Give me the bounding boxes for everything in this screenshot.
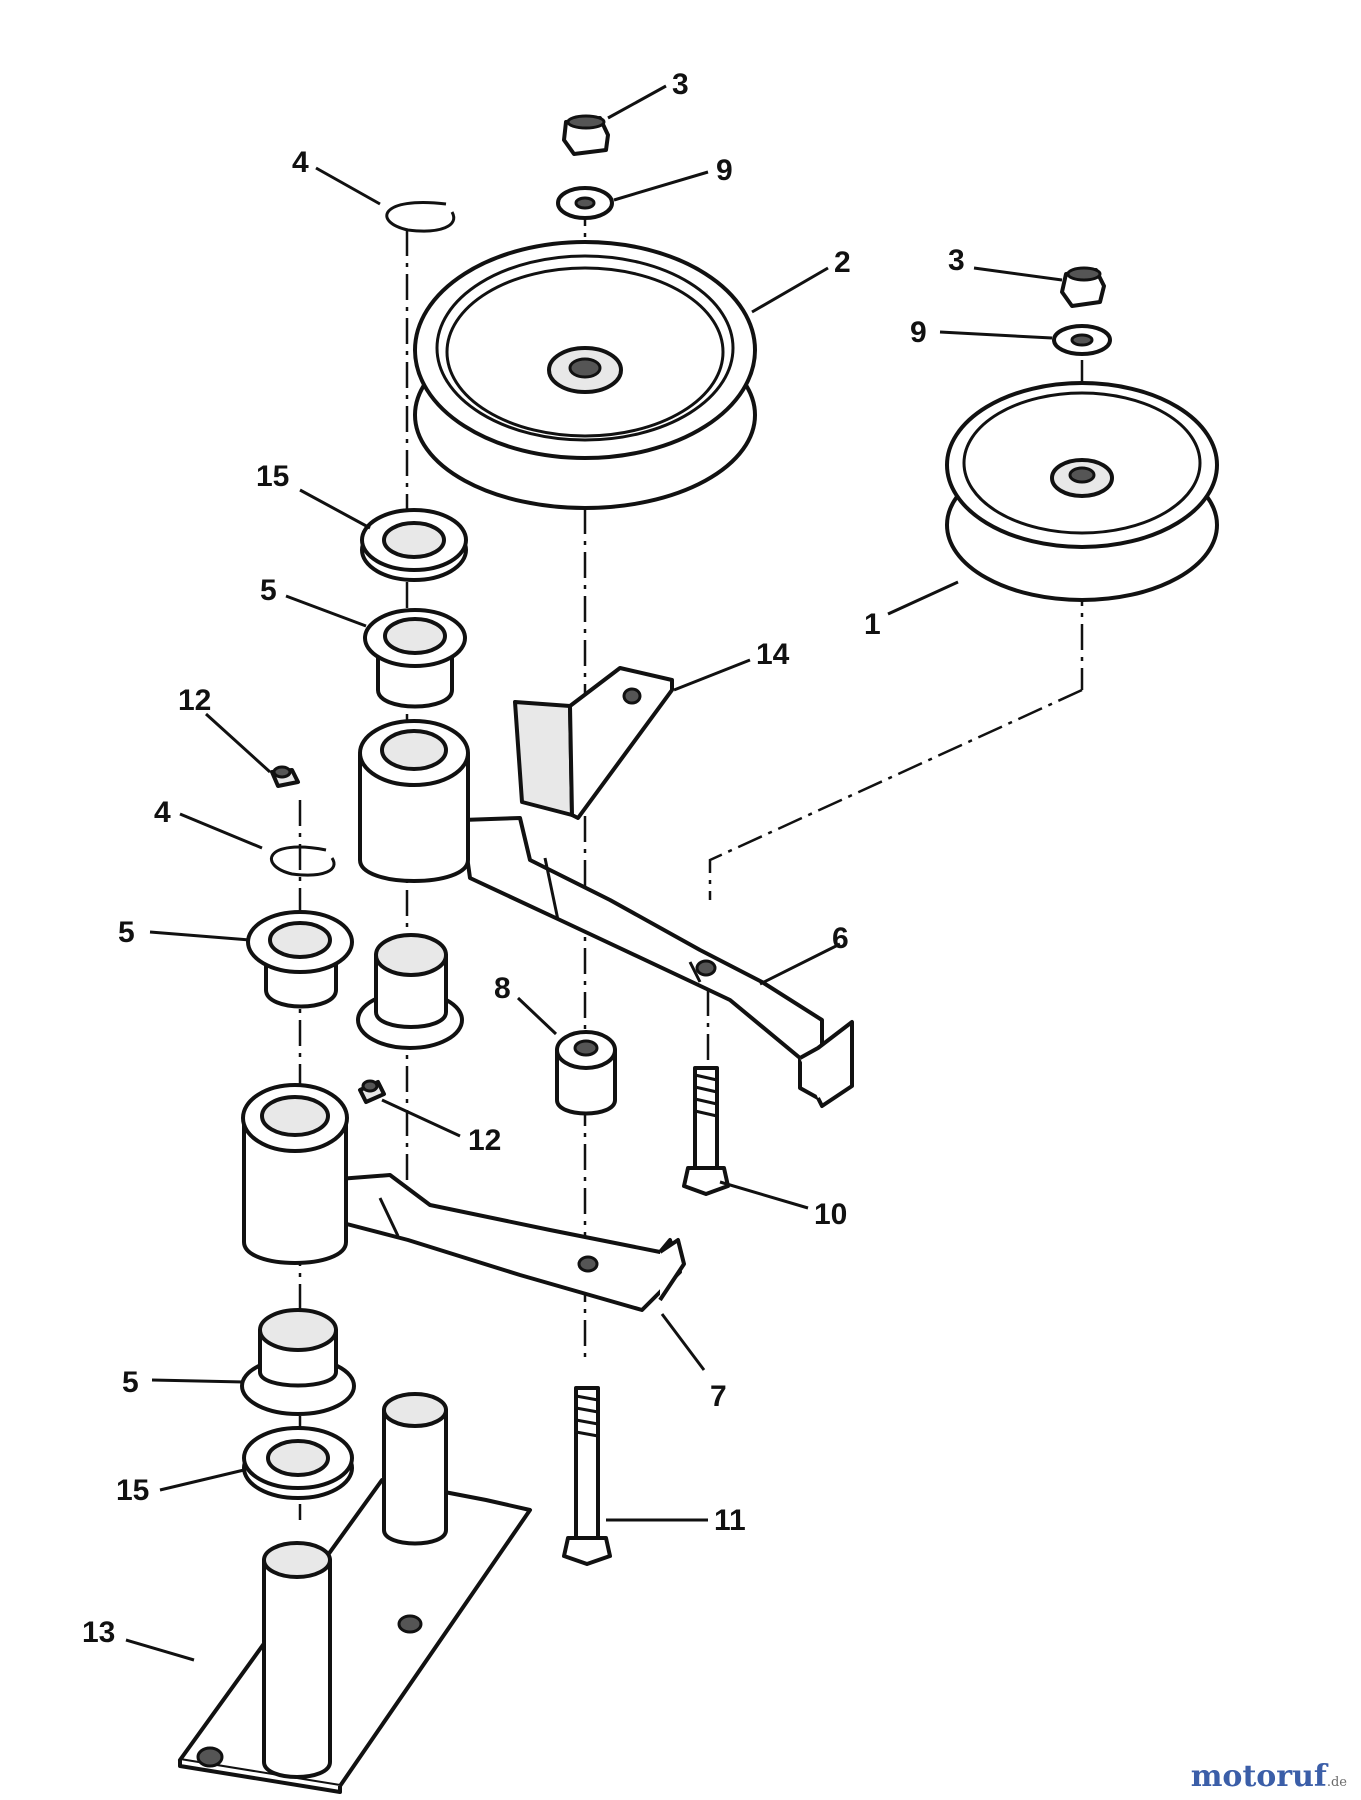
callout-3-right: 3 (948, 244, 965, 277)
part-13-base-plate (178, 1392, 532, 1794)
callout-4-lower: 4 (154, 796, 171, 829)
callout-12-lower: 12 (468, 1124, 501, 1157)
part-3-nut-lower (1060, 266, 1106, 308)
part-15-thrust-washer-lower (242, 1426, 354, 1500)
callout-15-lower: 15 (116, 1474, 149, 1507)
part-8-spacer (555, 1030, 617, 1116)
part-14-bracket (513, 666, 674, 820)
callout-4-top: 4 (292, 146, 309, 179)
part-7-idler-arm-lower (241, 1083, 686, 1312)
callout-13: 13 (82, 1616, 115, 1649)
part-10-bolt-upper (682, 1066, 730, 1196)
callout-5-left: 5 (118, 916, 135, 949)
callout-8: 8 (494, 972, 511, 1005)
callout-9-right: 9 (910, 316, 927, 349)
part-15-thrust-washer-upper (360, 508, 468, 582)
part-3-nut-upper (562, 114, 610, 156)
callout-15-top: 15 (256, 460, 289, 493)
part-5-bushing-center (356, 933, 464, 1050)
part-12-grease-fitting-lower (358, 1079, 386, 1104)
leader-lines (125, 84, 1063, 1662)
watermark-tld: .de (1326, 1775, 1347, 1790)
callout-12-top: 12 (178, 684, 211, 717)
part-6-idler-arm-upper (358, 719, 854, 1108)
callout-11: 11 (714, 1504, 746, 1537)
part-1-small-pulley (945, 381, 1219, 602)
callout-1: 1 (864, 608, 881, 641)
callout-2: 2 (834, 246, 851, 279)
callout-5-lower: 5 (122, 1366, 139, 1399)
part-11-bolt-lower (562, 1386, 612, 1566)
part-5-bushing-lower (240, 1308, 356, 1416)
callout-14: 14 (756, 638, 790, 671)
part-9-washer-upper (556, 186, 614, 220)
watermark-logo: motoruf.de (1191, 1759, 1347, 1794)
part-12-grease-fitting-upper (270, 765, 300, 788)
part-4-snap-ring-lower (270, 845, 336, 877)
callout-3-top: 3 (672, 68, 689, 101)
callout-10: 10 (814, 1198, 847, 1231)
callout-7: 7 (710, 1380, 727, 1413)
watermark-text: motoruf (1190, 1759, 1327, 1794)
part-2-large-pulley (413, 240, 757, 510)
callout-6: 6 (832, 922, 849, 955)
callout-labels: 3 9 4 2 3 9 15 1 5 14 12 4 6 5 8 12 10 7… (82, 68, 965, 1649)
part-5-bushing-left (246, 910, 354, 1009)
part-5-bushing-upper (363, 608, 467, 709)
callout-5-top: 5 (260, 574, 277, 607)
part-9-washer-lower (1052, 324, 1112, 356)
part-4-snap-ring-upper (385, 201, 456, 233)
callout-9-top: 9 (716, 154, 733, 187)
